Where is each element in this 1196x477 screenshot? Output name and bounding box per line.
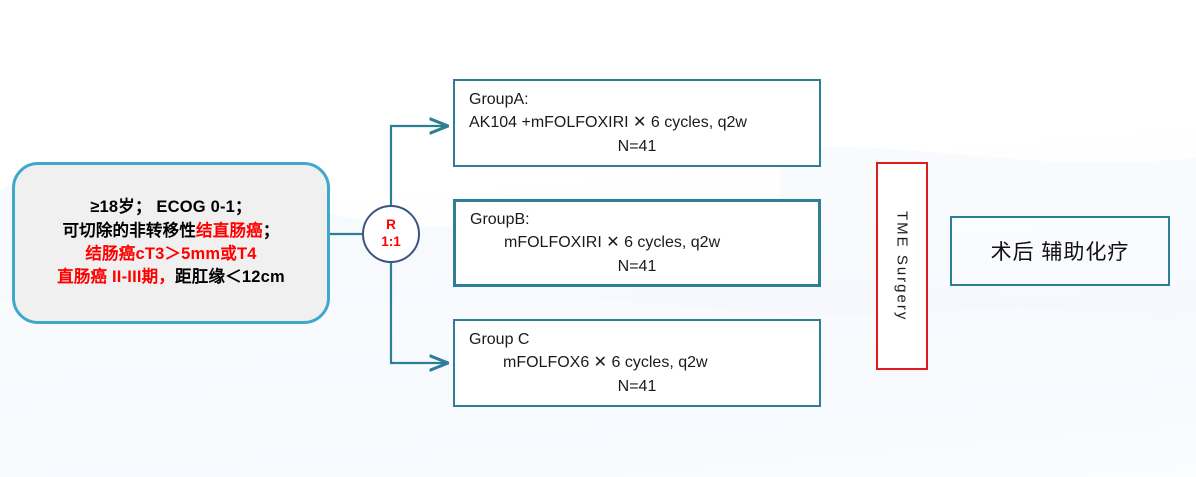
connector-randomization-to-group-a (389, 126, 447, 205)
eligibility-text-segment: 结肠癌cT3＞5mm或T4 (85, 245, 257, 263)
randomization-label: R (386, 217, 396, 233)
eligibility-criteria-box: ≥18岁； ECOG 0-1； 可切除的非转移性结直肠癌； 结肠癌cT3＞5mm… (12, 162, 330, 324)
eligibility-line: 直肠癌 II-III期，距肛缘＜12cm (57, 269, 285, 286)
eligibility-text-segment: 距肛缘＜12cm (175, 268, 285, 287)
eligibility-line: ≥18岁； ECOG 0-1； (90, 199, 252, 216)
treatment-arm-box-a: GroupA: AK104 +mFOLFOXIRI ✕ 6 cycles, q2… (453, 79, 821, 167)
eligibility-text-segment: 可切除的非转移性 (62, 221, 197, 240)
adjuvant-chemotherapy-box: 术后 辅助化疗 (950, 216, 1170, 286)
randomization-ratio: 1:1 (381, 234, 401, 249)
arm-title: GroupB: (470, 211, 530, 229)
treatment-arm-box-b: GroupB: mFOLFOXIRI ✕ 6 cycles, q2w N=41 (453, 199, 821, 287)
tme-surgery-label: TME Surgery (893, 210, 911, 322)
eligibility-line: 可切除的非转移性结直肠癌； (62, 221, 280, 240)
arm-title: Group C (469, 331, 530, 349)
arm-regimen: mFOLFOXIRI ✕ 6 cycles, q2w (504, 234, 721, 252)
randomization-node: R 1:1 (362, 205, 420, 263)
eligibility-text-segment: 直肠癌 II-III期， (57, 268, 176, 287)
arm-sample-size: N=41 (617, 137, 657, 155)
eligibility-text-segment: ； (262, 221, 280, 240)
tme-surgery-box: TME Surgery (876, 162, 928, 370)
arm-regimen: AK104 +mFOLFOXIRI ✕ 6 cycles, q2w (469, 114, 747, 132)
eligibility-line: 结肠癌cT3＞5mm或T4 (85, 245, 257, 263)
arm-sample-size: N=41 (617, 257, 657, 275)
treatment-arm-box-c: Group C mFOLFOX6 ✕ 6 cycles, q2w N=41 (453, 319, 821, 407)
adjuvant-chemotherapy-label: 术后 辅助化疗 (990, 241, 1130, 264)
arm-title: GroupA: (469, 91, 529, 109)
eligibility-text-segment: 结直肠癌 (196, 221, 263, 240)
connector-randomization-to-group-c (389, 263, 447, 363)
eligibility-text-segment: ≥18岁； ECOG 0-1； (90, 198, 252, 217)
arm-sample-size: N=41 (617, 377, 657, 395)
arm-regimen: mFOLFOX6 ✕ 6 cycles, q2w (503, 354, 708, 372)
